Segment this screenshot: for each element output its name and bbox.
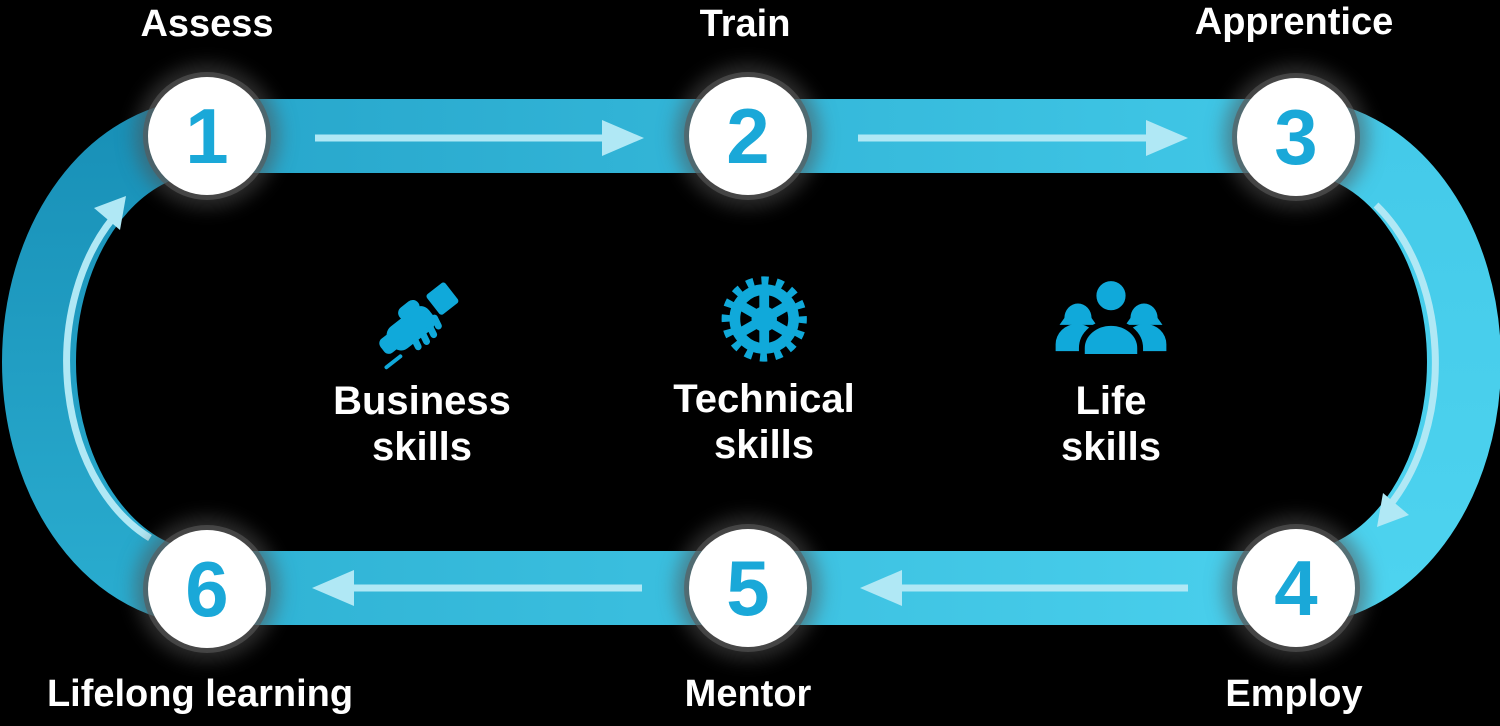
skill-business: Business skills (333, 258, 511, 470)
step-label-train: Train (699, 3, 791, 45)
step-circle-6: 6 (148, 530, 266, 648)
arrow-1-2-head (602, 120, 644, 156)
skill-technical: Technical skills (673, 256, 855, 468)
arrow-4-5-head (860, 570, 902, 606)
step-circle-1: 1 (148, 77, 266, 195)
step-label-apprentice: Apprentice (1194, 1, 1394, 43)
loop-right-band (1295, 99, 1500, 625)
skill-label-technical: Technical skills (673, 377, 855, 467)
handshake-icon (333, 258, 511, 370)
skill-label-life: Life skills (1060, 379, 1162, 469)
gear-icon (673, 256, 855, 368)
step-circle-3: 3 (1237, 78, 1355, 196)
loop-left-band (2, 99, 208, 625)
step-label-mentor: Mentor (684, 673, 812, 715)
step-label-assess: Assess (140, 3, 274, 45)
skill-life: Life skills (1043, 258, 1179, 470)
step-number: 1 (185, 92, 229, 180)
arrow-5-6-head (312, 570, 354, 606)
step-circle-2: 2 (689, 77, 807, 195)
step-label-lifelong-learning: Lifelong learning (46, 673, 354, 715)
step-circle-5: 5 (689, 529, 807, 647)
skill-label-business: Business skills (333, 379, 511, 469)
step-number: 4 (1274, 544, 1318, 632)
arrow-6-1-head (94, 196, 126, 230)
flow-arrows (63, 120, 1439, 606)
step-number: 6 (185, 545, 229, 633)
people-icon (1043, 258, 1179, 370)
arrow-3-4-head (1377, 493, 1409, 527)
step-circle-4: 4 (1237, 529, 1355, 647)
step-number: 3 (1274, 93, 1318, 181)
step-label-employ: Employ (1225, 673, 1363, 715)
step-number: 2 (726, 92, 770, 180)
arrow-6-1-shaft (63, 215, 152, 541)
arrow-3-4-shaft (1373, 202, 1439, 508)
step-number: 5 (726, 544, 770, 632)
arrow-2-3-head (1146, 120, 1188, 156)
